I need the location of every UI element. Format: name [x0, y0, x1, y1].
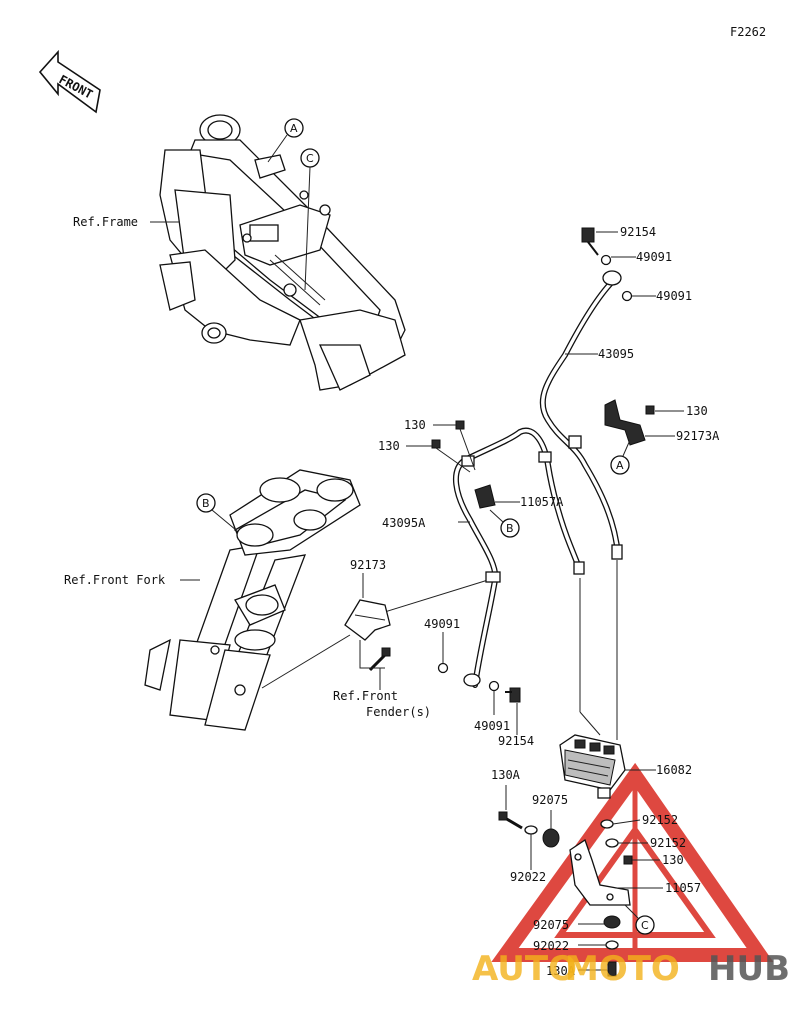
- part-92022-top: 92022: [510, 870, 546, 884]
- bracket-11057: [569, 838, 631, 906]
- bolt-130A-low: [607, 961, 617, 977]
- spacer-92152-2: [605, 838, 619, 848]
- callout-a-hose-label: A: [616, 459, 624, 472]
- callout-b-hose: [500, 518, 520, 538]
- bolt-130-b: [431, 439, 441, 449]
- part-92154-low: 92154: [498, 734, 534, 748]
- callout-a-frame-label: A: [290, 122, 298, 135]
- brake-hose-43095A: [452, 427, 585, 688]
- part-43095A: 43095A: [382, 516, 426, 530]
- part-92152-2: 92152: [650, 836, 686, 850]
- part-130-b: 130: [378, 439, 400, 453]
- clamp-11057A: [474, 484, 496, 509]
- abs-unit-16082: [559, 734, 626, 799]
- part-92022-low: 92022: [533, 939, 569, 953]
- callout-c-frame-label: C: [306, 152, 314, 165]
- washer-49091-top1: [600, 254, 612, 266]
- watermark-hub: HUB: [708, 949, 790, 989]
- callout-c-bracket: [635, 915, 655, 935]
- watermark-text: AUTO MOTO HUB: [472, 949, 790, 989]
- callout-b-fork-label: B: [202, 497, 210, 510]
- banjo-lower-left: [437, 662, 521, 703]
- part-49091-top1: 49091: [636, 250, 672, 264]
- ref-frame-label: Ref.Frame: [73, 215, 138, 229]
- ref-front-fender-1: Ref.Front: [333, 689, 398, 703]
- part-16082: 16082: [656, 763, 692, 777]
- part-11057A: 11057A: [520, 495, 564, 509]
- part-43095: 43095: [598, 347, 634, 361]
- part-130-low: 130: [662, 853, 684, 867]
- part-130-right: 130: [686, 404, 708, 418]
- callout-a-hose: [610, 455, 630, 475]
- bolt-130-a: [455, 420, 465, 430]
- part-92075-low: 92075: [533, 918, 569, 932]
- grommet-92075-top: [542, 828, 560, 848]
- bolt-fender: [368, 647, 391, 672]
- part-92075-top: 92075: [532, 793, 568, 807]
- front-arrow-icon: FRONT: [38, 49, 101, 114]
- watermark-auto: AUTO: [472, 949, 577, 989]
- part-49091-top2: 49091: [656, 289, 692, 303]
- bracket-92173: [344, 599, 391, 641]
- part-92173: 92173: [350, 558, 386, 572]
- part-92152-1: 92152: [642, 813, 678, 827]
- brake-hose-43095: [539, 270, 623, 560]
- clamp-92173A: [604, 399, 655, 446]
- ref-front-fork-label: Ref.Front Fork: [64, 573, 166, 587]
- part-130A-top: 130A: [491, 768, 521, 782]
- part-130A-low: 130A: [546, 964, 576, 978]
- callout-b-hose-label: B: [506, 522, 514, 535]
- washer-92022-low: [605, 940, 619, 950]
- bolt-130A-top: [498, 811, 523, 830]
- washer-49091-top2: [621, 290, 633, 302]
- part-11057: 11057: [665, 881, 701, 895]
- grommet-92075-low: [603, 915, 621, 929]
- part-130-a: 130: [404, 418, 426, 432]
- part-92154-top: 92154: [620, 225, 656, 239]
- ref-front-fender-2: Fender(s): [366, 705, 431, 719]
- spacer-92152-1: [600, 819, 614, 829]
- part-92173A: 92173A: [676, 429, 720, 443]
- washer-92022-top: [524, 825, 538, 835]
- watermark-moto: MOTO: [565, 949, 680, 989]
- frame-drawing: [159, 114, 406, 391]
- callout-b-fork: [196, 493, 216, 513]
- part-49091-low: 49091: [474, 719, 510, 733]
- callout-a-frame: [284, 118, 304, 138]
- front-fork-drawing: [144, 469, 361, 731]
- bolt-92154-top: [581, 227, 595, 243]
- callout-c-bracket-label: C: [641, 919, 649, 932]
- bolt-130-low: [623, 855, 633, 865]
- figure-code: F2262: [730, 25, 766, 39]
- part-49091-mid: 49091: [424, 617, 460, 631]
